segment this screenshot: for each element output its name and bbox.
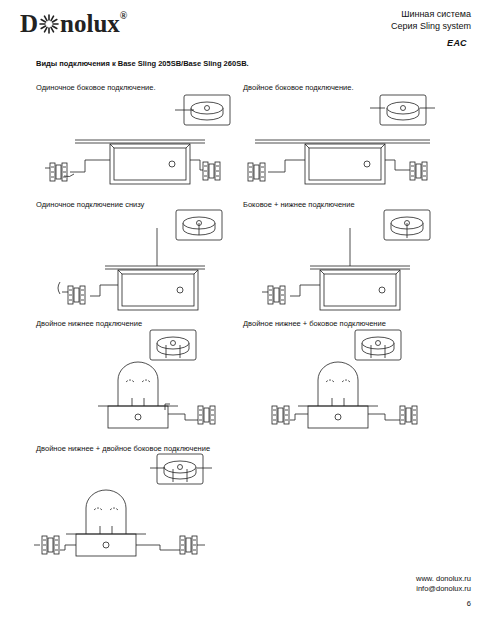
registered-mark: ® — [120, 10, 127, 21]
logo-text: nolux — [60, 10, 120, 38]
logo-sun — [39, 14, 59, 34]
brand-logo: Dnolux® — [20, 10, 127, 38]
connection-caption: Одиночное боковое подключение. — [36, 84, 156, 93]
website: www. donolux.ru — [416, 575, 471, 584]
connection-caption: Двойное нижнее + двойное боковое подключ… — [36, 445, 210, 454]
connection-caption: Боковое + нижнее подключение — [243, 201, 355, 210]
logo-letter: D — [20, 10, 38, 38]
connection-caption: Двойное боковое подключение. — [243, 84, 354, 93]
series-name: Серия Sling system — [391, 21, 471, 31]
connection-caption: Одиночное подключение снизу — [36, 201, 144, 210]
page-number: 6 — [467, 600, 471, 609]
connection-caption: Двойное нижнее подключение — [36, 320, 142, 329]
email: info@donolux.ru — [416, 585, 471, 594]
certification-mark: ЕАС — [447, 38, 467, 48]
connection-caption: Двойное нижнее + боковое подключение — [243, 320, 386, 329]
page-title: Виды подключения к Base Sling 205SB/Base… — [36, 60, 249, 69]
series-heading: Шинная система — [401, 9, 471, 19]
